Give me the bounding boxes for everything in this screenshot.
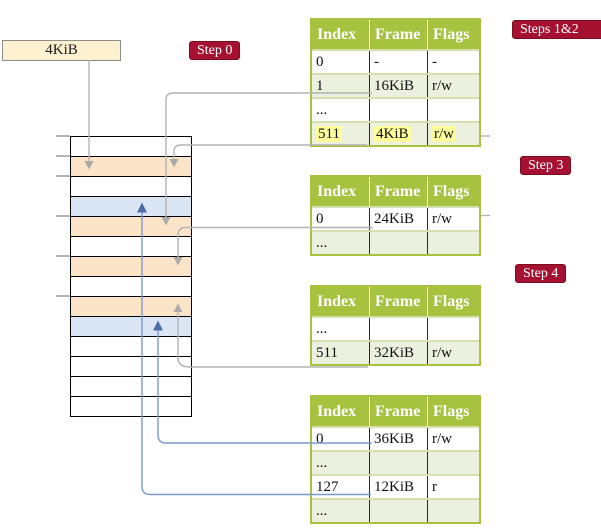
memory-row-12-white: [71, 357, 191, 377]
table-cell: ...: [316, 503, 328, 519]
column-header-flags: Flags: [427, 287, 479, 316]
steps-1-2-label: Steps 1&2: [512, 20, 601, 39]
table-cell: 0: [316, 211, 324, 227]
table-row: ...: [312, 97, 479, 121]
column-header-index: Index: [317, 403, 357, 420]
table-cell: ...: [316, 102, 328, 118]
column-header-flags: Flags: [427, 177, 479, 206]
table-cell: 0: [316, 54, 324, 70]
memory-row-5-peach: [71, 217, 191, 237]
memory-row-14-white: [71, 397, 191, 416]
table-cell: [427, 232, 479, 254]
table-cell: 4KiB: [369, 123, 427, 145]
memory-row-4-blue: [71, 197, 191, 217]
memory-row-2-peach: [71, 157, 191, 177]
memory-row-13-white: [71, 377, 191, 397]
table-cell: 511: [316, 345, 338, 361]
memory-row-9-peach: [71, 297, 191, 317]
memory-row-10-blue: [71, 317, 191, 337]
step-3-label: Step 3: [520, 156, 572, 175]
table-cell: r/w: [427, 208, 479, 230]
column-header-flags: Flags: [427, 20, 479, 49]
table-cell: 0: [316, 431, 324, 447]
column-header-frame: Frame: [369, 287, 427, 316]
table-cell: [369, 452, 427, 474]
highlighted-value: 511: [316, 126, 342, 142]
column-header-frame: Frame: [369, 177, 427, 206]
table-cell: 32KiB: [369, 342, 427, 364]
table-cell: 511: [312, 123, 369, 145]
table-cell: [427, 99, 479, 121]
table-row: 511 4KiB r/w: [312, 121, 479, 145]
column-header-index: Index: [317, 183, 357, 200]
table-cell: 36KiB: [369, 428, 427, 450]
column-header-frame: Frame: [369, 20, 427, 49]
table-cell: -: [369, 51, 427, 73]
table-cell: [369, 99, 427, 121]
table-cell: [427, 500, 479, 522]
physical-memory-strip: [70, 136, 192, 417]
table-cell: r: [427, 476, 479, 498]
page-size-label: 4KiB: [45, 42, 78, 58]
table-cell: 24KiB: [369, 208, 427, 230]
table-cell: r/w: [427, 123, 479, 145]
column-header-flags: Flags: [427, 397, 479, 426]
table-cell: 127: [316, 479, 339, 495]
table-cell: ...: [316, 321, 328, 337]
table-cell: 12KiB: [369, 476, 427, 498]
memory-row-11-white: [71, 337, 191, 357]
memory-row-1-white: [71, 137, 191, 157]
highlighted-value: 4KiB: [374, 126, 411, 142]
table-cell: [369, 232, 427, 254]
connector-table1-entry511-to-row2: [173, 144, 367, 159]
table-cell: r/w: [427, 342, 479, 364]
column-header-index: Index: [317, 293, 357, 310]
table-cell: ...: [316, 455, 328, 471]
table-row: ...: [312, 450, 479, 474]
memory-row-6-white: [71, 237, 191, 257]
table-cell: r/w: [427, 75, 479, 97]
table-cell: 16KiB: [369, 75, 427, 97]
table-cell: r/w: [427, 428, 479, 450]
column-header-index: Index: [317, 26, 357, 43]
memory-row-7-peach: [71, 257, 191, 277]
table-row: ...: [312, 230, 479, 254]
step-0-label: Step 0: [189, 41, 241, 60]
table-cell: [369, 500, 427, 522]
table-cell: [427, 318, 479, 340]
column-header-frame: Frame: [369, 397, 427, 426]
table-cell: -: [427, 51, 479, 73]
table-cell: ...: [316, 235, 328, 251]
memory-row-3-white: [71, 177, 191, 197]
highlighted-value: r/w: [432, 126, 456, 142]
table-cell: [427, 452, 479, 474]
table-cell: 1: [316, 78, 324, 94]
table-cell: [369, 318, 427, 340]
step-4-label: Step 4: [515, 264, 567, 283]
table-row: 0 --: [312, 49, 479, 73]
memory-row-8-white: [71, 277, 191, 297]
memory-strip-ticks: [56, 135, 70, 297]
table-row: ...: [312, 316, 479, 340]
table-row: ...: [312, 498, 479, 522]
page-size-box: 4KiB: [2, 40, 121, 61]
